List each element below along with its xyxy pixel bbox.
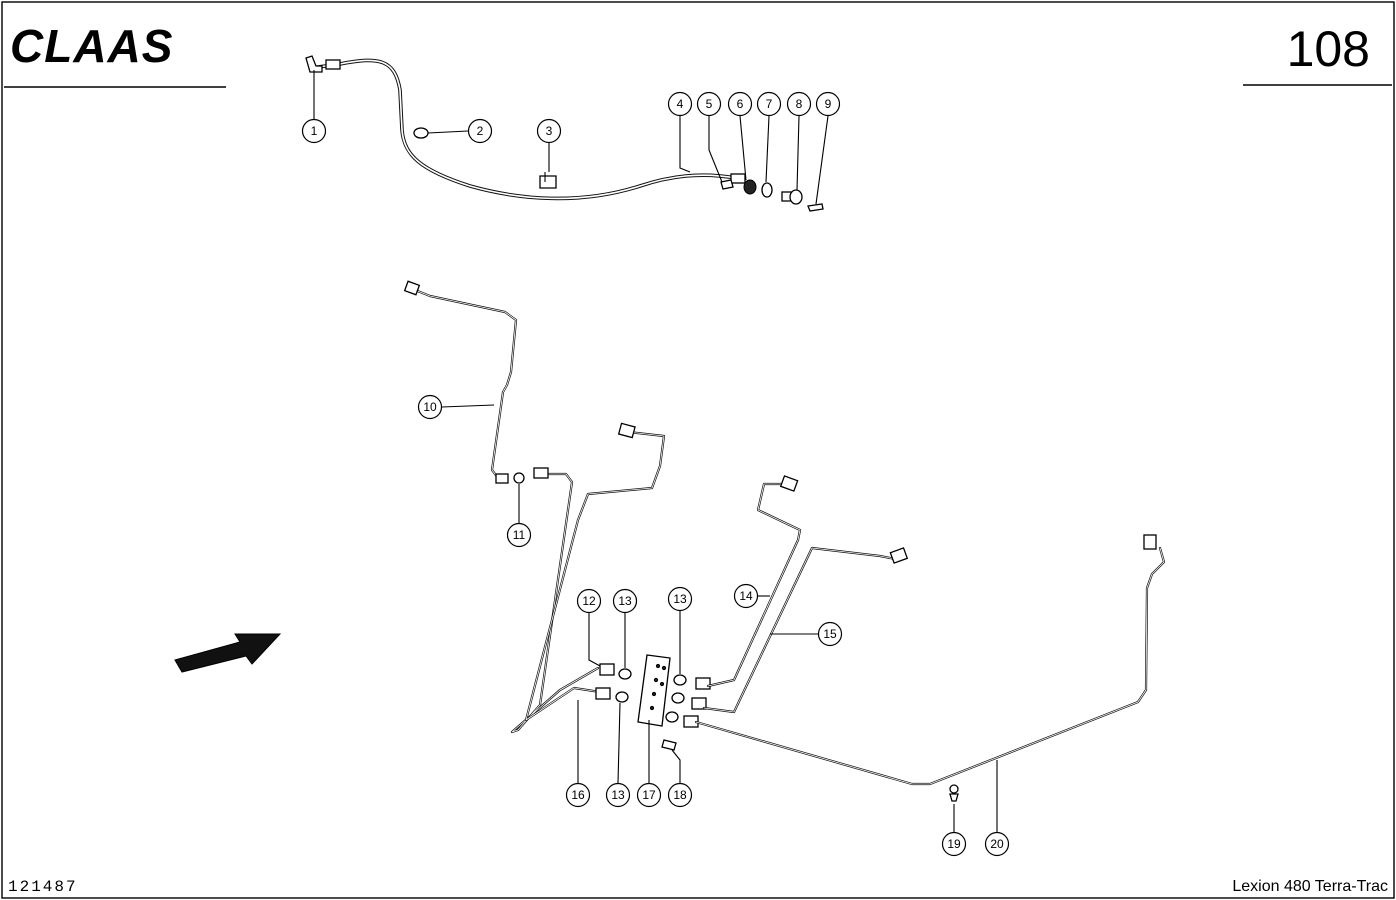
svg-text:5: 5 — [706, 97, 713, 111]
distribution-block — [637, 654, 671, 727]
svg-text:9: 9 — [825, 97, 832, 111]
clamp-body — [949, 793, 959, 802]
nut — [413, 127, 429, 139]
pipe-top-nut — [617, 422, 636, 439]
block-nut-15 — [691, 697, 707, 710]
document-number: 121487 — [8, 878, 78, 896]
seal-13a — [618, 668, 632, 680]
o-ring — [761, 182, 773, 198]
callout-6: 6 — [727, 91, 753, 117]
hose-end-fitting — [325, 59, 341, 70]
svg-text:8: 8 — [796, 97, 803, 111]
page-number: 108 — [1287, 21, 1370, 77]
clamp-ring — [949, 784, 959, 794]
svg-text:11: 11 — [513, 528, 526, 542]
callout-7: 7 — [756, 91, 782, 117]
svg-text:13: 13 — [673, 592, 687, 606]
seal-13b — [615, 691, 629, 703]
callout-9: 9 — [815, 91, 841, 117]
seal-13d — [671, 692, 685, 704]
pipe-assembly-bottom — [403, 280, 1166, 802]
svg-text:12: 12 — [582, 594, 596, 608]
svg-text:18: 18 — [673, 788, 687, 802]
callout-2: 2 — [467, 118, 493, 144]
svg-text:13: 13 — [611, 788, 625, 802]
callout-13-top-right: 13 — [667, 586, 693, 612]
svg-text:6: 6 — [737, 97, 744, 111]
callout-19: 19 — [941, 831, 967, 857]
callout-13-bottom: 13 — [605, 782, 631, 808]
block-nut-16 — [595, 687, 611, 700]
svg-text:2: 2 — [477, 124, 484, 138]
block-nut-12 — [599, 663, 615, 676]
seal-ring — [807, 203, 824, 212]
callout-15: 15 — [817, 621, 843, 647]
svg-text:19: 19 — [947, 837, 961, 851]
callout-13-top-left: 13 — [612, 588, 638, 614]
adapter — [720, 179, 734, 190]
seal-13c — [673, 674, 687, 686]
hose-assembly-top — [305, 55, 824, 212]
pipe-nut — [495, 473, 509, 484]
svg-text:1: 1 — [311, 124, 318, 138]
sealing-washer — [743, 179, 757, 195]
callout-20: 20 — [984, 831, 1010, 857]
block-nut-14 — [695, 677, 711, 690]
banjo-bolt — [789, 189, 803, 205]
callout-1: 1 — [301, 118, 327, 144]
claas-logo: CLAAS — [10, 20, 173, 72]
svg-text:7: 7 — [766, 97, 773, 111]
callout-16: 16 — [565, 782, 591, 808]
callout-11: 11 — [506, 522, 532, 548]
svg-text:16: 16 — [571, 788, 585, 802]
pipe-14-nut — [779, 475, 799, 492]
seal-13e — [665, 711, 679, 723]
travel-direction-arrow-icon — [174, 633, 282, 673]
callout-14: 14 — [733, 583, 759, 609]
svg-text:3: 3 — [546, 124, 553, 138]
svg-text:17: 17 — [642, 788, 656, 802]
hose-end-fitting-right — [730, 173, 746, 184]
leader-lines — [313, 70, 998, 832]
callout-18: 18 — [667, 782, 693, 808]
svg-text:10: 10 — [423, 400, 437, 414]
callout-4: 4 — [667, 91, 693, 117]
pipe-15-nut — [889, 547, 909, 564]
callout-5: 5 — [696, 91, 722, 117]
svg-text:13: 13 — [618, 594, 632, 608]
svg-text:15: 15 — [823, 627, 837, 641]
pipe-nut-2 — [533, 467, 549, 479]
elbow-fitting — [305, 55, 323, 73]
svg-text:20: 20 — [990, 837, 1004, 851]
svg-text:4: 4 — [677, 97, 684, 111]
pipe-end-nut — [403, 280, 421, 296]
callout-12: 12 — [576, 588, 602, 614]
svg-text:14: 14 — [739, 589, 753, 603]
pipe-20-nut — [1143, 534, 1157, 550]
hose-clip — [539, 175, 557, 189]
callout-17: 17 — [636, 782, 662, 808]
callout-3: 3 — [536, 118, 562, 144]
union-seal — [513, 472, 525, 484]
plug — [661, 739, 677, 751]
model-name: Lexion 480 Terra-Trac — [1232, 878, 1388, 895]
callout-10: 10 — [417, 394, 443, 420]
callout-8: 8 — [786, 91, 812, 117]
